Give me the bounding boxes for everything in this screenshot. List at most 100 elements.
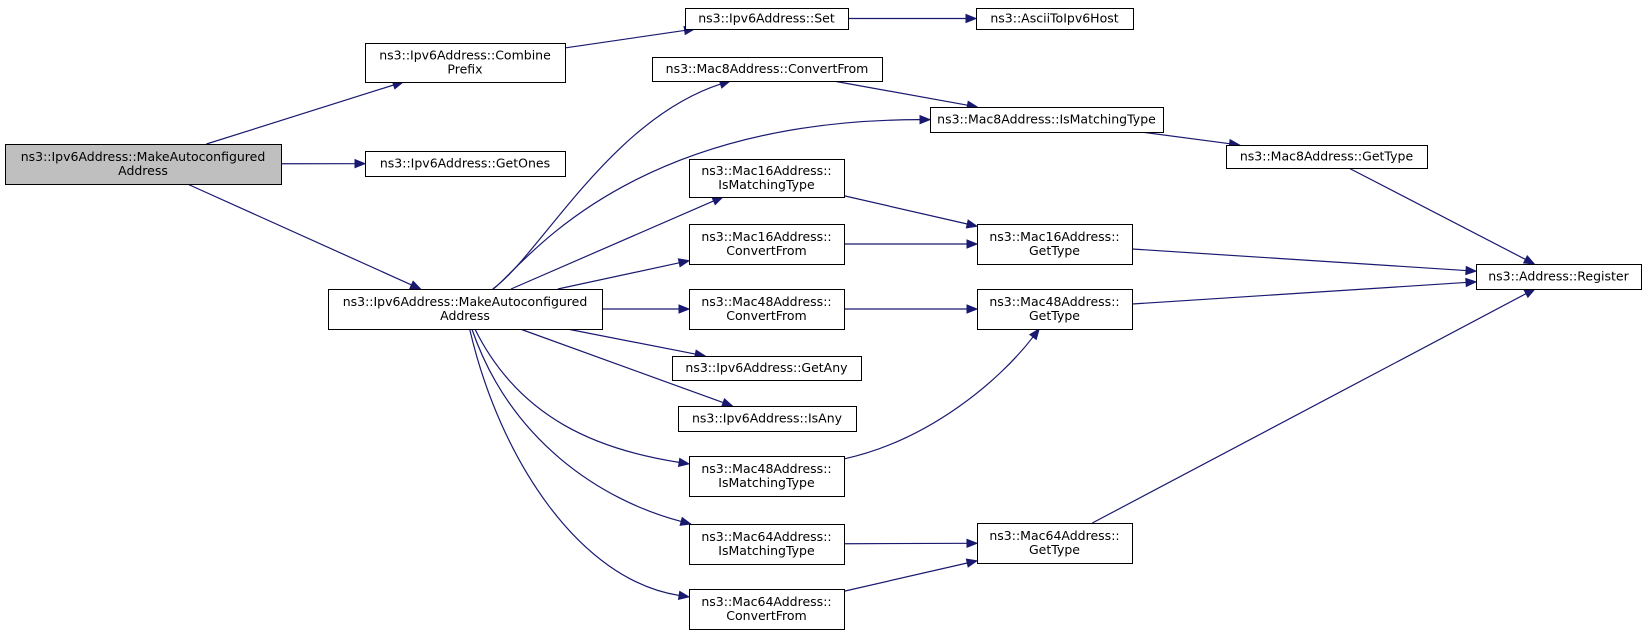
node-label: ns3::Mac16Address::: [701, 229, 831, 244]
node-mac48-is-matching-type[interactable]: ns3::Mac48Address::IsMatchingType: [689, 456, 845, 497]
node-label: ns3::Ipv6Address::MakeAutoconfigured: [21, 149, 266, 164]
edge-node-mac8-get-type-to-node-address-register: [1348, 167, 1526, 260]
arrowhead-icon: [1465, 277, 1478, 288]
arrowhead-icon: [678, 304, 691, 314]
node-box: [689, 589, 845, 630]
node-label: ns3::Mac8Address::GetType: [1240, 149, 1414, 164]
node-ascii-to-ipv6-host[interactable]: ns3::AsciiToIpv6Host: [976, 8, 1134, 30]
node-box: [1226, 145, 1428, 169]
arrowhead-icon: [965, 13, 978, 24]
arrowhead-icon: [409, 280, 422, 290]
node-box: [365, 43, 566, 83]
node-label: IsMatchingType: [718, 543, 815, 558]
node-mac8-is-matching-type[interactable]: ns3::Mac8Address::IsMatchingType: [930, 107, 1164, 133]
node-ipv6-set[interactable]: ns3::Ipv6Address::Set: [685, 8, 849, 30]
node-label: GetType: [1029, 308, 1080, 323]
node-mac8-convert-from[interactable]: ns3::Mac8Address::ConvertFrom: [652, 57, 883, 82]
arrowhead-icon: [965, 219, 979, 229]
node-box: [977, 224, 1133, 265]
node-label: ns3::Mac64Address::: [701, 529, 831, 544]
node-make-autoconfigured-address-2[interactable]: ns3::Ipv6Address::MakeAutoconfiguredAddr…: [328, 289, 603, 330]
node-box: [930, 107, 1164, 133]
node-box: [328, 289, 603, 330]
arrowhead-icon: [677, 258, 691, 268]
node-mac16-convert-from[interactable]: ns3::Mac16Address::ConvertFrom: [689, 224, 845, 265]
node-label: ns3::Ipv6Address::MakeAutoconfigured: [343, 294, 588, 309]
node-label: ns3::Mac48Address::: [989, 294, 1119, 309]
node-get-ones[interactable]: ns3::Ipv6Address::GetOnes: [365, 151, 566, 177]
edge-node-mac8-is-matching-type-to-node-mac8-get-type: [1141, 131, 1230, 145]
node-label: ns3::Mac16Address::: [989, 229, 1119, 244]
node-label: ns3::Mac16Address::: [701, 163, 831, 178]
node-label: ns3::Ipv6Address::GetAny: [685, 360, 848, 375]
node-mac64-is-matching-type[interactable]: ns3::Mac64Address::IsMatchingType: [689, 524, 845, 565]
arrowhead-icon: [721, 397, 734, 407]
node-label: Prefix: [447, 62, 482, 77]
edge-node-root-make-autoconfigured-address-to-node-make-autoconfigured-address-2: [187, 183, 412, 286]
arrowhead-icon: [1028, 327, 1040, 341]
arrowhead-icon: [677, 590, 691, 601]
node-label: Address: [118, 163, 168, 178]
arrowhead-icon: [679, 516, 693, 526]
node-label: ns3::Mac48Address::: [701, 461, 831, 476]
node-mac8-get-type[interactable]: ns3::Mac8Address::GetType: [1226, 145, 1428, 169]
node-address-register[interactable]: ns3::Address::Register: [1476, 264, 1642, 290]
node-box: [365, 151, 566, 177]
node-label: ns3::Mac8Address::IsMatchingType: [937, 112, 1156, 127]
node-box: [689, 289, 845, 330]
node-box: [689, 159, 845, 198]
node-ipv6-is-any[interactable]: ns3::Ipv6Address::IsAny: [678, 406, 857, 432]
node-mac48-get-type[interactable]: ns3::Mac48Address::GetType: [977, 289, 1133, 330]
node-box: [678, 406, 857, 432]
arrowhead-icon: [919, 114, 932, 125]
arrowhead-icon: [354, 158, 367, 169]
node-ipv6-get-any[interactable]: ns3::Ipv6Address::GetAny: [672, 356, 862, 381]
node-label: ns3::Address::Register: [1488, 269, 1629, 284]
edge-node-make-autoconfigured-address-2-to-node-mac8-is-matching-type: [492, 119, 921, 290]
edge-node-mac48-get-type-to-node-address-register: [1131, 281, 1467, 305]
edge-node-make-autoconfigured-address-2-to-node-mac48-is-matching-type: [474, 328, 680, 463]
arrowhead-icon: [711, 196, 725, 206]
edge-node-make-autoconfigured-address-2-to-node-mac64-is-matching-type: [471, 328, 682, 523]
edge-node-make-autoconfigured-address-2-to-node-mac8-convert-from: [492, 83, 721, 290]
node-mac16-get-type[interactable]: ns3::Mac16Address::GetType: [977, 224, 1133, 265]
node-box: [5, 144, 282, 185]
node-box: [977, 523, 1133, 564]
node-label: ConvertFrom: [726, 243, 806, 258]
arrowhead-icon: [1522, 254, 1536, 265]
node-label: GetType: [1029, 243, 1080, 258]
edge-node-make-autoconfigured-address-2-to-node-ipv6-get-any: [567, 328, 696, 355]
node-box: [652, 57, 883, 82]
node-root-make-autoconfigured-address[interactable]: ns3::Ipv6Address::MakeAutoconfiguredAddr…: [5, 144, 282, 185]
node-box: [977, 289, 1133, 330]
edge-node-mac64-get-type-to-node-address-register: [1092, 293, 1527, 524]
node-box: [1476, 264, 1642, 290]
arrowhead-icon: [1523, 288, 1537, 299]
node-mac48-convert-from[interactable]: ns3::Mac48Address::ConvertFrom: [689, 289, 845, 330]
edge-node-make-autoconfigured-address-2-to-node-mac64-convert-from: [469, 328, 680, 597]
node-label: IsMatchingType: [718, 475, 815, 490]
node-box: [689, 524, 845, 565]
node-mac64-get-type[interactable]: ns3::Mac64Address::GetType: [977, 523, 1133, 564]
edge-node-make-autoconfigured-address-2-to-node-ipv6-is-any: [519, 328, 724, 404]
edge-node-root-make-autoconfigured-address-to-node-combine-prefix: [206, 84, 394, 145]
node-label: ns3::Mac64Address::: [701, 594, 831, 609]
node-label: ns3::AsciiToIpv6Host: [990, 11, 1118, 26]
edge-node-mac16-get-type-to-node-address-register: [1131, 248, 1467, 272]
arrowhead-icon: [677, 457, 691, 467]
edge-node-mac8-convert-from-to-node-mac8-is-matching-type: [833, 80, 968, 106]
node-label: ns3::Mac48Address::: [701, 294, 831, 309]
node-label: ns3::Ipv6Address::GetOnes: [380, 156, 550, 171]
edge-node-mac64-convert-from-to-node-mac64-get-type: [843, 562, 968, 592]
node-box: [689, 456, 845, 497]
node-mac64-convert-from[interactable]: ns3::Mac64Address::ConvertFrom: [689, 589, 845, 630]
node-label: ns3::Mac64Address::: [989, 528, 1119, 543]
node-label: ns3::Ipv6Address::Set: [698, 11, 835, 26]
arrowhead-icon: [1465, 265, 1478, 276]
nodes-layer: ns3::Ipv6Address::MakeAutoconfiguredAddr…: [5, 8, 1642, 630]
edge-node-mac48-is-matching-type-to-node-mac48-get-type: [843, 336, 1034, 460]
node-mac16-is-matching-type[interactable]: ns3::Mac16Address::IsMatchingType: [689, 159, 845, 198]
node-label: ConvertFrom: [726, 308, 806, 323]
